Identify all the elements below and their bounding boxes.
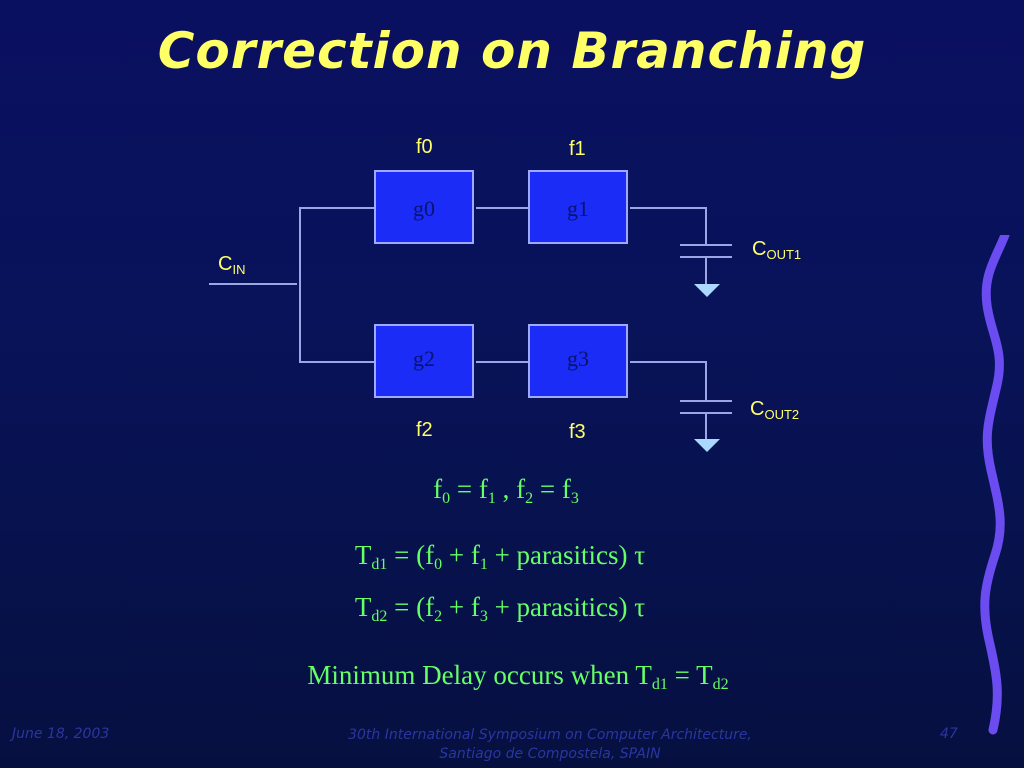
input-cap-base: C — [218, 253, 233, 275]
input-cap-sub: IN — [232, 262, 246, 277]
wire-g0-g1 — [476, 207, 528, 209]
footer-venue-line-1: 30th International Symposium on Computer… — [348, 727, 752, 743]
eq3-part: + f — [442, 592, 480, 622]
out2-cap-sub: OUT2 — [764, 407, 800, 422]
input-capacitance-label: CIN — [218, 253, 245, 277]
branch-wire-top — [299, 207, 375, 209]
output-capacitance-1-label: COUT1 — [752, 238, 801, 262]
eq1-sub: 1 — [487, 490, 496, 507]
branch-wire-bottom — [299, 361, 375, 363]
eq1-part: = f — [450, 474, 488, 504]
eq3-part: = (f — [387, 592, 435, 622]
out1-cap-base: C — [752, 238, 767, 260]
effort-label-f2: f2 — [416, 419, 433, 441]
eq4-part: = T — [667, 660, 713, 690]
branch-wire-vertical — [299, 207, 301, 363]
capacitor-ground-1-icon — [680, 244, 732, 297]
gate-g3: g3 — [528, 324, 628, 398]
footer-date: June 18, 2003 — [12, 726, 110, 742]
eq2-sub: 1 — [479, 556, 488, 573]
equation-minimum-delay: Minimum Delay occurs when Td1 = Td2 — [18, 660, 1018, 694]
effort-label-f3: f3 — [569, 421, 586, 443]
eq1-part: , f — [495, 474, 526, 504]
footer-venue-line-2: Santiago de Compostela, SPAIN — [439, 746, 661, 762]
gate-g2: g2 — [374, 324, 474, 398]
eq3-sub: 3 — [479, 608, 488, 625]
eq3-part: T — [354, 592, 372, 622]
eq2-sub: d1 — [371, 556, 388, 573]
wire-out2-drop — [705, 361, 707, 401]
slide-title: Correction on Branching — [157, 22, 867, 80]
eq2-part: + f — [442, 540, 480, 570]
out1-cap-sub: OUT1 — [766, 247, 802, 262]
wire-out1-drop — [705, 207, 707, 245]
effort-label-f1: f1 — [569, 138, 586, 160]
decorative-squiggle-icon — [980, 235, 1010, 735]
eq2-sub: 0 — [434, 556, 443, 573]
eq4-sub: d2 — [712, 676, 729, 693]
effort-label-f0: f0 — [416, 136, 433, 158]
eq4-sub: d1 — [651, 676, 668, 693]
footer-venue: 30th International Symposium on Computer… — [260, 726, 840, 764]
eq2-part: = (f — [387, 540, 435, 570]
eq1-part: = f — [533, 474, 571, 504]
eq2-part: T — [354, 540, 372, 570]
capacitor-ground-2-icon — [680, 400, 732, 452]
wire-g3-out — [630, 361, 707, 363]
footer-page-number: 47 — [940, 726, 958, 742]
eq2-part: + parasitics) τ — [487, 540, 646, 570]
eq1-sub: 3 — [570, 490, 579, 507]
eq3-sub: d2 — [371, 608, 388, 625]
gate-g0: g0 — [374, 170, 474, 244]
wire-g2-g3 — [476, 361, 528, 363]
eq1-part: f — [433, 474, 443, 504]
gate-g1: g1 — [528, 170, 628, 244]
output-capacitance-2-label: COUT2 — [750, 398, 799, 422]
eq1-sub: 0 — [442, 490, 451, 507]
out2-cap-base: C — [750, 398, 765, 420]
input-wire — [209, 283, 297, 285]
eq1-sub: 2 — [525, 490, 534, 507]
eq4-part: Minimum Delay occurs when T — [307, 660, 652, 690]
wire-g1-out — [630, 207, 707, 209]
equation-delay-1: Td1 = (f0 + f1 + parasitics) τ — [0, 540, 1000, 574]
equation-delay-2: Td2 = (f2 + f3 + parasitics) τ — [0, 592, 1000, 626]
eq3-sub: 2 — [434, 608, 443, 625]
equation-effort-equality: f0 = f1 , f2 = f3 — [6, 474, 1006, 508]
eq3-part: + parasitics) τ — [487, 592, 646, 622]
